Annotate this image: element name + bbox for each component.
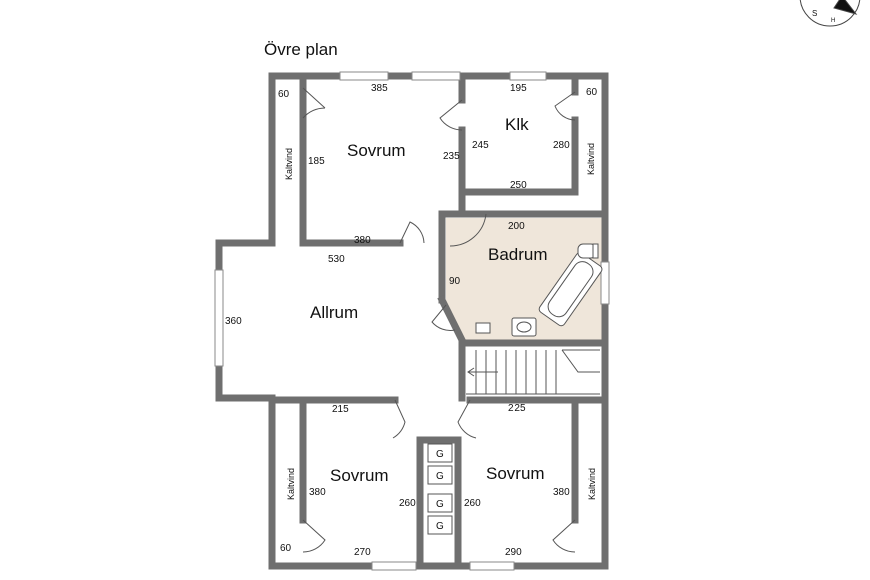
stairs — [466, 349, 600, 395]
window-klk — [509, 71, 547, 81]
kaltvind-sw: Kaltvind — [286, 468, 296, 500]
dim-280: 280 — [553, 140, 570, 151]
door-sovrum-sw-b — [302, 519, 326, 553]
dim-60-ne: 60 — [586, 87, 598, 98]
dim-250: 250 — [510, 180, 527, 191]
door-klk-kv — [554, 91, 576, 121]
door-badrum — [431, 304, 456, 331]
storage-label-3: G — [436, 499, 444, 510]
room-klk: Klk — [505, 115, 529, 134]
dim-235: 235 — [443, 151, 460, 162]
dim-185: 185 — [308, 156, 325, 167]
storage-label-4: G — [436, 521, 444, 532]
window-sw — [371, 561, 417, 571]
plan-title: Övre plan — [264, 40, 338, 59]
dim-90: 90 — [449, 276, 461, 287]
window-n — [411, 71, 461, 81]
window-se — [469, 561, 515, 571]
dim-385: 385 — [371, 83, 388, 94]
dim-260-sw: 260 — [399, 498, 416, 509]
dim-360: 360 — [225, 316, 242, 327]
dim-380-top: 380 — [354, 235, 371, 246]
door-allrum — [399, 221, 425, 244]
dim-530: 530 — [328, 254, 345, 265]
room-allrum: Allrum — [310, 303, 358, 322]
dim-200: 200 — [508, 221, 525, 232]
storage-box-3 — [427, 493, 453, 513]
dim-195: 195 — [510, 83, 527, 94]
storage-box-2 — [427, 465, 453, 485]
windows — [214, 71, 610, 571]
kaltvind-se: Kaltvind — [587, 468, 597, 500]
dim-60-sw: 60 — [280, 543, 292, 554]
kaltvind-nw: Kaltvind — [284, 148, 294, 180]
room-badrum: Badrum — [488, 245, 548, 264]
compass-letter: H — [831, 18, 835, 24]
storage-label-1: G — [436, 449, 444, 460]
dim-290: 290 — [505, 547, 522, 558]
storage-label-2: G — [436, 471, 444, 482]
room-sovrum-se: Sovrum — [486, 464, 545, 483]
storage-box-4 — [427, 515, 453, 535]
room-sovrum-sw: Sovrum — [330, 466, 389, 485]
doors — [302, 87, 576, 553]
dim-225: 2 25 — [508, 403, 526, 414]
window-allrum — [214, 269, 224, 367]
door-sovrum-se-a — [457, 399, 477, 439]
dim-245: 245 — [472, 140, 489, 151]
storage-box-1 — [427, 443, 453, 463]
dim-380-sw: 380 — [309, 487, 326, 498]
dim-260-se: 260 — [464, 498, 481, 509]
dim-380-se: 380 — [553, 487, 570, 498]
dim-270: 270 — [354, 547, 371, 558]
dim-215: 215 — [332, 404, 349, 415]
compass-south: S — [812, 9, 817, 18]
storage-boxes — [427, 443, 453, 535]
room-sovrum-nw: Sovrum — [347, 141, 406, 160]
door-klk — [439, 99, 463, 131]
bathroom-fixtures — [475, 243, 603, 337]
compass: S H — [799, 0, 861, 27]
window-badrum — [600, 261, 610, 305]
door-sovrum-se-b — [552, 519, 576, 553]
door-badrum-top — [449, 213, 487, 247]
window-nw — [339, 71, 389, 81]
dim-60-nw: 60 — [278, 89, 290, 100]
door-sovrum-sw-a — [392, 399, 406, 439]
door-sovrum-nw — [302, 87, 326, 119]
kaltvind-ne: Kaltvind — [586, 143, 596, 175]
